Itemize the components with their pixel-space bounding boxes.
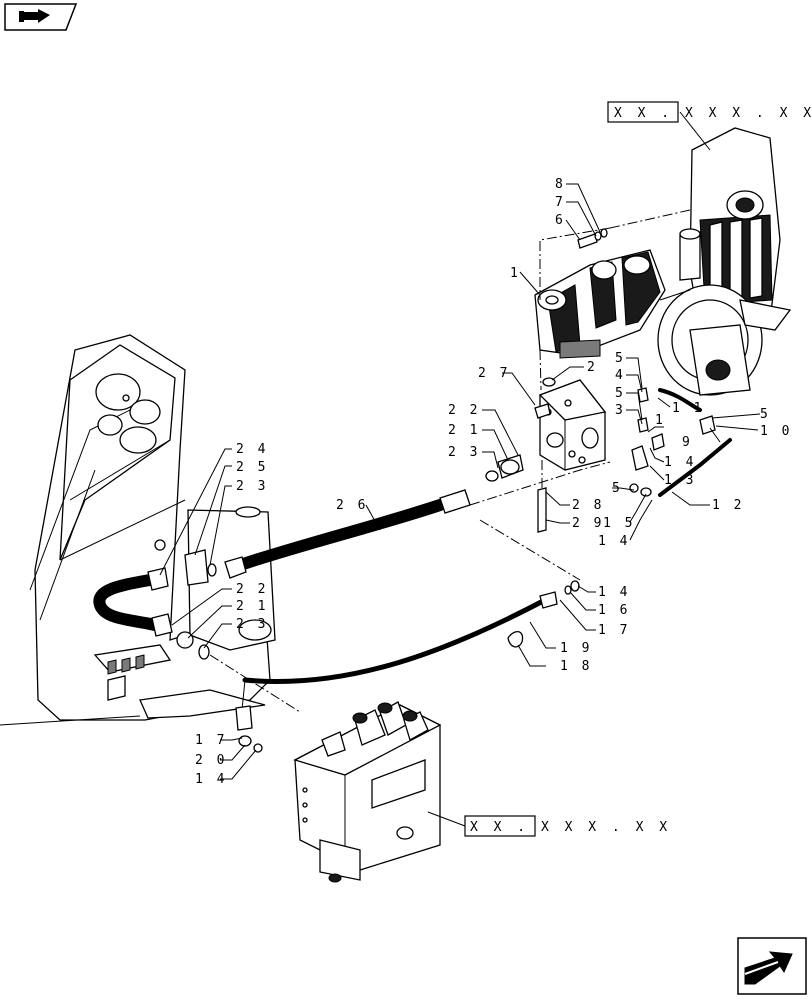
callout-13: 1 3	[664, 473, 696, 488]
reference-top[interactable]: X X . X X X . X X	[607, 101, 812, 151]
callout-4: 4	[615, 368, 626, 383]
callout-17-top: 1 7	[598, 623, 630, 638]
transmission	[657, 127, 792, 396]
next-button[interactable]	[737, 937, 807, 995]
callout-22-top: 2 2	[448, 403, 480, 418]
callout-28: 2 8	[572, 498, 604, 513]
callout-10: 1 0	[760, 424, 792, 439]
callout-16: 1 6	[598, 603, 630, 618]
tube-11	[658, 388, 702, 412]
callout-5-b: 5	[615, 386, 626, 401]
callout-18: 1 8	[560, 659, 592, 674]
callout-7: 7	[555, 195, 566, 210]
callout-24: 2 4	[236, 442, 268, 457]
callout-14-bottom: 1 4	[195, 772, 227, 787]
hydraulic-pump	[534, 249, 666, 359]
callout-23-left: 2 3	[236, 479, 268, 494]
callout-15: 1 5	[603, 516, 635, 531]
callout-1-fitting: 1	[655, 413, 666, 428]
callout-22-left: 2 2	[236, 582, 268, 597]
fittings	[176, 228, 716, 753]
reference-top-text: X X . X X X . X X	[614, 106, 812, 121]
callout-14-hose: 1 4	[598, 585, 630, 600]
callout-3: 3	[615, 403, 626, 418]
callout-21-top: 2 1	[448, 423, 480, 438]
callout-23-lower: 2 3	[236, 617, 268, 632]
callout-20: 2 0	[195, 753, 227, 768]
hose-24	[93, 567, 173, 637]
hose-19	[235, 591, 558, 731]
reference-bottom-text: X X . X X X . X X	[470, 820, 671, 835]
callout-27: 2 7	[478, 366, 510, 381]
callout-2: 2	[587, 360, 598, 375]
callout-25: 2 5	[236, 460, 268, 475]
next-arrow-icon	[744, 951, 793, 985]
callout-6: 6	[555, 213, 566, 228]
callout-14-lower: 1 4	[598, 534, 630, 549]
callout-leaders	[159, 183, 761, 780]
callout-23-top: 2 3	[448, 445, 480, 460]
callout-29: 2 9	[572, 516, 604, 531]
callout-8: 8	[555, 177, 566, 192]
callout-1-pump: 1	[510, 266, 521, 281]
callout-19: 1 9	[560, 641, 592, 656]
center-lines	[209, 209, 691, 713]
control-valve	[293, 701, 442, 883]
callout-14-tube: 1 4	[664, 455, 696, 470]
valve-block	[538, 379, 607, 471]
callout-21-left: 2 1	[236, 599, 268, 614]
callout-26: 2 6	[336, 498, 368, 513]
callout-11: 1 1	[672, 401, 704, 416]
callout-9: 9	[682, 435, 693, 450]
callout-labels: 8 7 6 1 2 7 2 2 2 2 1 2 3 5 4 5 3 1 1 1 …	[195, 177, 792, 787]
tractor-frame	[0, 334, 276, 726]
hose-26	[224, 489, 471, 579]
callout-17-bottom: 1 7	[195, 733, 227, 748]
callout-12: 1 2	[712, 498, 744, 513]
back-button[interactable]	[4, 3, 78, 31]
callout-5-d: 5	[612, 481, 623, 496]
hand-pointer-back-icon	[19, 9, 50, 23]
callout-5-c: 5	[760, 407, 771, 422]
tube-12	[658, 438, 732, 497]
reference-bottom[interactable]: X X . X X X . X X	[427, 811, 671, 837]
callout-5-a: 5	[615, 351, 626, 366]
